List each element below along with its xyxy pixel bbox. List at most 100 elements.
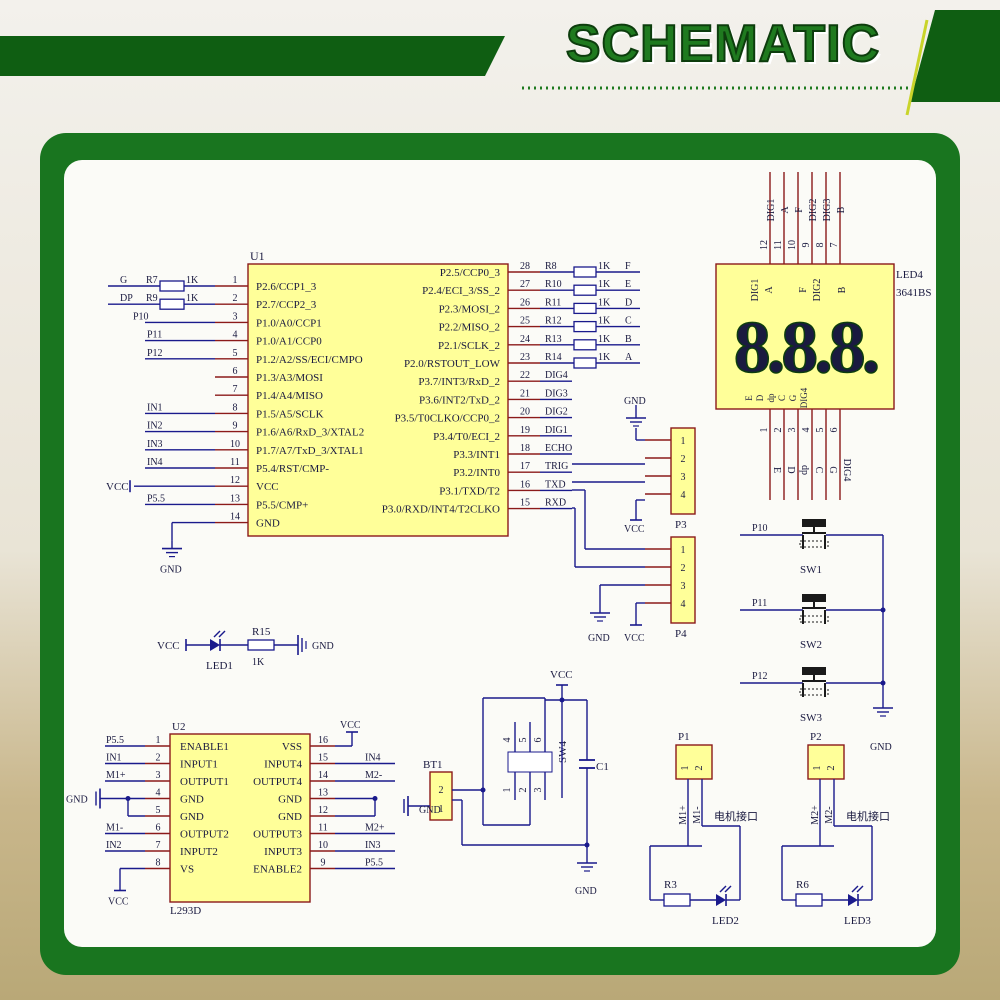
mcu-pin-name: P2.6/CCP1_3 bbox=[256, 281, 317, 293]
driver-pin-number: 3 bbox=[156, 770, 161, 781]
header-banner-stripe bbox=[0, 36, 505, 76]
driver-pin-name: VS bbox=[180, 864, 194, 876]
mcu-res-ref: R8 bbox=[545, 261, 557, 272]
motor-net: M2- bbox=[824, 806, 835, 823]
display-bottom-num: 5 bbox=[815, 428, 826, 433]
display-top-net: DIG1 bbox=[766, 199, 777, 222]
mcu-pin-name: P2.3/MOSI_2 bbox=[439, 303, 500, 315]
battery-pin: 1 bbox=[439, 804, 444, 815]
display-inner-label: dp bbox=[766, 393, 776, 403]
junction-dot bbox=[880, 607, 886, 613]
driver-body bbox=[169, 733, 311, 903]
mcu-net-label: ECHO bbox=[545, 443, 572, 454]
display-bottom-net: C bbox=[813, 467, 824, 474]
display-bottom-num: 2 bbox=[773, 428, 784, 433]
p3-gnd bbox=[626, 410, 646, 427]
driver-pin-number: 6 bbox=[156, 823, 161, 834]
mcu-pin-name: P1.3/A3/MOSI bbox=[256, 372, 323, 384]
battery-body bbox=[429, 771, 453, 821]
mcu-pin-number: 11 bbox=[230, 457, 240, 468]
display-top-net: B bbox=[836, 206, 847, 213]
driver-net-label: IN1 bbox=[106, 753, 122, 764]
switch-cap bbox=[802, 667, 826, 675]
motor-resistor bbox=[663, 893, 691, 907]
led-triangle bbox=[716, 894, 726, 906]
display-inner-label: B bbox=[837, 286, 848, 293]
c1-gnd-label: GND bbox=[575, 886, 597, 897]
mcu-resistor bbox=[159, 280, 185, 292]
mcu-pin-number: 14 bbox=[230, 512, 240, 523]
mcu-gnd-label: GND bbox=[160, 565, 182, 576]
driver-net-label: P5.5 bbox=[365, 858, 383, 869]
r15-ref: R15 bbox=[252, 626, 271, 638]
title-underline-dots bbox=[522, 86, 912, 90]
mcu-res-val: 1K bbox=[186, 293, 199, 304]
motor-led bbox=[848, 885, 864, 906]
battery-ref: BT1 bbox=[423, 759, 443, 771]
led1-symbol bbox=[210, 630, 226, 651]
mcu-pin-number: 15 bbox=[520, 498, 530, 509]
display-bottom-net: dp bbox=[799, 465, 810, 475]
p4-pin-number: 1 bbox=[681, 545, 686, 556]
driver-pin-number: 9 bbox=[321, 858, 326, 869]
driver-pin-name: GND bbox=[278, 811, 302, 823]
display-top-num: 11 bbox=[773, 240, 784, 250]
p3-body bbox=[670, 427, 696, 515]
switch-net-label: P10 bbox=[752, 523, 768, 534]
motor-pin: 1 bbox=[812, 766, 823, 771]
switch-gnd-label: GND bbox=[870, 742, 892, 753]
mcu-pin-number: 25 bbox=[520, 316, 530, 327]
r15-resistor bbox=[247, 639, 275, 651]
mcu-res-val: 1K bbox=[598, 352, 611, 363]
mcu-pin-name: P1.6/A6/RxD_3/XTAL2 bbox=[256, 427, 364, 439]
driver-pin-name: INPUT3 bbox=[264, 846, 302, 858]
driver-pin-number: 2 bbox=[156, 753, 161, 764]
motor-net: M1+ bbox=[678, 805, 689, 825]
driver-pin-number: 14 bbox=[318, 770, 328, 781]
display-bottom-num: 4 bbox=[801, 428, 812, 433]
driver-pin-name: GND bbox=[180, 811, 204, 823]
motor-driver-u2: U2L293D1ENABLE1P5.52INPUT1IN13OUTPUT1M1+… bbox=[66, 720, 395, 917]
driver-ref: U2 bbox=[172, 721, 185, 733]
mcu-pin-number: 7 bbox=[233, 384, 238, 395]
display-inner-label: G bbox=[788, 394, 798, 401]
switch-body bbox=[799, 615, 829, 623]
display-inner-label: E bbox=[744, 395, 754, 401]
mcu-pin-number: 20 bbox=[520, 407, 530, 418]
switch-body bbox=[799, 540, 829, 548]
mcu-net-label: DIG4 bbox=[545, 370, 568, 381]
motor-connector-body bbox=[675, 744, 713, 780]
mcu-res-val: 1K bbox=[186, 275, 199, 286]
mcu-pin-number: 22 bbox=[520, 370, 530, 381]
display-inner-label: C bbox=[777, 395, 787, 401]
display-inner-label: D bbox=[755, 394, 765, 401]
r15-val: 1K bbox=[252, 657, 265, 668]
led1-gnd: GND bbox=[312, 641, 334, 652]
p4-vcc-label: VCC bbox=[624, 633, 645, 644]
p3-pin-number: 2 bbox=[681, 454, 686, 465]
mcu-pin-name: P2.0/RSTOUT_LOW bbox=[404, 358, 501, 370]
mcu-net-label: TRIG bbox=[545, 461, 568, 472]
mcu-res-val: 1K bbox=[598, 316, 611, 327]
driver-pin-name: OUTPUT4 bbox=[253, 776, 302, 788]
switch-net-label: P12 bbox=[752, 671, 768, 682]
sw4-pin: 6 bbox=[533, 738, 544, 743]
mcu-pin-number: 1 bbox=[233, 275, 238, 286]
mcu-res-ref: R10 bbox=[545, 279, 562, 290]
mcu-resistor bbox=[573, 266, 597, 278]
mcu-pin-number: 2 bbox=[233, 293, 238, 304]
display-bottom-net: DIG4 bbox=[841, 459, 852, 482]
display-top-num: 12 bbox=[759, 240, 770, 250]
driver-net-label: M1- bbox=[106, 823, 123, 834]
mcu-net-label: IN2 bbox=[147, 421, 163, 432]
p3-ref: P3 bbox=[675, 519, 687, 531]
p3-pin-number: 3 bbox=[681, 472, 686, 483]
mcu-resistor bbox=[573, 284, 597, 296]
sw4-pin: 3 bbox=[533, 788, 544, 793]
sw4-ref: SW4 bbox=[557, 741, 569, 764]
mcu-net-label: IN4 bbox=[147, 457, 163, 468]
c1-gnd bbox=[577, 855, 597, 872]
p4-gnd-label: GND bbox=[588, 633, 610, 644]
mcu-net-label: C bbox=[625, 316, 632, 327]
